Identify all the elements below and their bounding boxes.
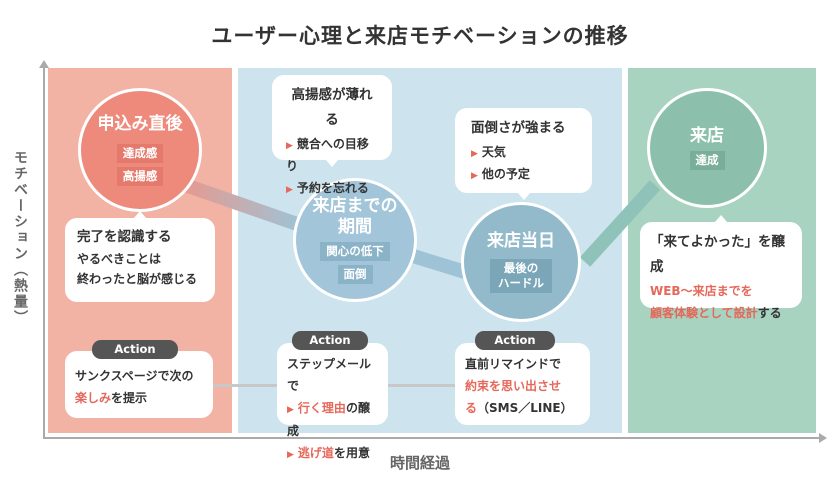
bubble-heading: 「来てよかった」を醸成: [650, 234, 785, 275]
triangle-bullet-icon: ▶: [287, 405, 294, 416]
triangle-bullet-icon: ▶: [286, 185, 293, 196]
y-axis: [43, 66, 45, 439]
phase-circle-after-booking: 申込み直後 達成感 高揚感: [78, 88, 202, 212]
bubble-item: 他の予定: [481, 167, 530, 182]
phase-circle-visit-day: 来店当日 最後の ハードル: [461, 202, 581, 322]
y-axis-label: モチベーション（熱量）: [12, 150, 28, 326]
phase-name: 期間: [338, 217, 372, 238]
phase-tag: 最後の: [503, 260, 539, 275]
phase-name: 来店までの: [312, 195, 398, 216]
bubble-line-highlight: 顧客体験として設計: [650, 306, 758, 321]
phase-tag: 達成: [689, 151, 725, 171]
path-segment: [182, 178, 303, 232]
triangle-bullet-icon: ▶: [471, 171, 478, 182]
phase-name: 申込み直後: [97, 114, 183, 135]
action-highlight: る: [465, 401, 478, 416]
diagram-title: ユーザー心理と来店モチベーションの推移: [211, 24, 629, 48]
action-label: Action: [292, 331, 368, 350]
phase-tag: 達成感: [116, 143, 164, 163]
insight-bubble-visit: 「来てよかった」を醸成 WEB～来店までを 顧客体験として設計する: [640, 215, 802, 320]
path-segment: [407, 248, 468, 279]
insight-bubble-after-booking: 完了を認識する やるべきことは 終わったと脳が感じる: [65, 211, 215, 302]
phase-tag: 面倒: [337, 265, 373, 285]
triangle-bullet-icon: ▶: [286, 140, 293, 151]
triangle-bullet-icon: ▶: [287, 449, 294, 460]
action-highlight: 楽しみ: [75, 391, 112, 406]
triangle-bullet-icon: ▶: [471, 148, 478, 159]
bubble-line: 終わったと脳が感じる: [77, 272, 198, 287]
bubble-heading: 高揚感が薄れる: [291, 87, 373, 128]
phase-circle-visit: 来店 達成: [647, 88, 767, 208]
action-line: 直前リマインドで: [465, 357, 562, 371]
phase-tag: 高揚感: [116, 166, 164, 186]
action-connector: [213, 384, 277, 387]
bubble-item: 予約を忘れる: [296, 181, 369, 196]
insight-bubble-waiting: 高揚感が薄れる ▶競合への目移り ▶予約を忘れる: [272, 75, 392, 195]
action-label: Action: [92, 340, 178, 359]
x-axis-arrow-icon: [819, 433, 827, 443]
action-line: サンクスページで次の: [75, 369, 194, 383]
phase-tag: 関心の低下: [320, 242, 390, 262]
bubble-heading: 面倒さが強まる: [471, 120, 566, 136]
bubble-heading: 完了を認識する: [77, 229, 172, 245]
action-line: の醸成: [287, 401, 370, 438]
path-segment: [579, 180, 661, 267]
y-axis-arrow-icon: [39, 60, 49, 68]
action-line: （SMS／LINE）: [477, 401, 573, 416]
phase-circle-waiting: 来店までの 期間 関心の低下 面倒: [293, 178, 417, 302]
phase-tag: ハードル: [498, 275, 544, 290]
action-line: ステップメールで: [287, 357, 372, 394]
action-line: を提示: [111, 391, 148, 406]
phase-name: 来店当日: [487, 231, 555, 252]
action-box-visit-day: 直前リマインドで 約束を思い出させ る（SMS／LINE）: [455, 343, 590, 425]
action-box-waiting: ステップメールで ▶行く理由の醸成 ▶逃げ道を用意: [277, 343, 388, 460]
bubble-line: WEB～来店までを: [650, 283, 753, 298]
action-highlight: 約束を思い出させ: [465, 379, 562, 394]
action-line: を用意: [333, 445, 370, 460]
action-highlight: 逃げ道: [297, 445, 334, 460]
x-axis-label: 時間経過: [389, 454, 450, 472]
action-connector: [388, 384, 455, 387]
phase-name: 来店: [690, 125, 724, 146]
bubble-item: 天気: [481, 144, 506, 159]
bubble-item: 競合への目移り: [286, 136, 369, 174]
action-label: Action: [475, 331, 555, 350]
x-axis: [43, 437, 821, 439]
action-highlight: 行く理由: [297, 401, 346, 416]
bubble-line: する: [757, 306, 782, 321]
action-box-after-booking: サンクスページで次の 楽しみを提示: [65, 351, 213, 418]
insight-bubble-visit-day: 面倒さが強まる ▶天気 ▶他の予定: [455, 108, 592, 200]
bubble-line: やるべきことは: [77, 251, 162, 266]
